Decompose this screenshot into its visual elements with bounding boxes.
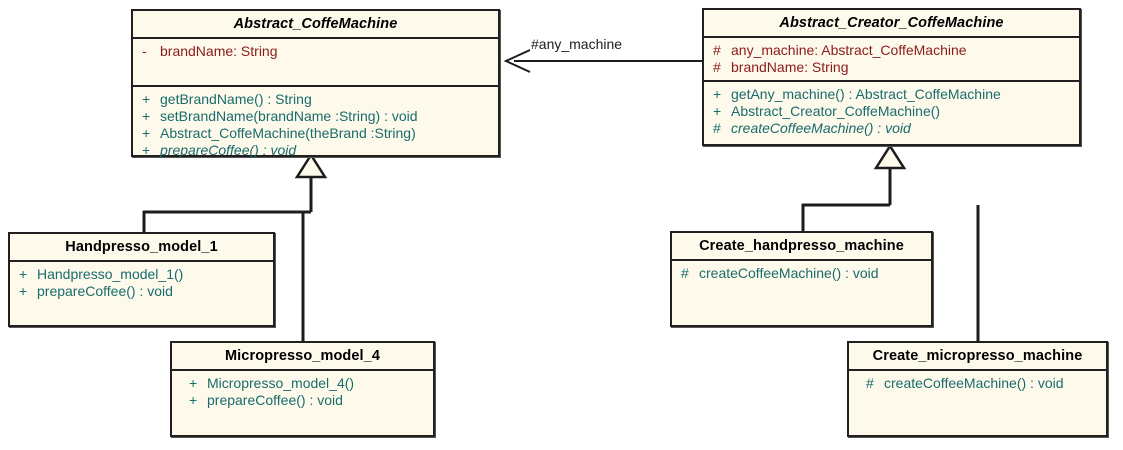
visibility-marker: # [866,375,874,391]
attribute-text: brandName: String [160,43,278,59]
method-text: Abstract_Creator_CoffeMachine() [731,103,941,119]
association-any-machine [503,49,702,73]
class-box-abstract-coffemachine[interactable]: Abstract_CoffeMachine -brandName: String… [131,9,500,158]
compartment-divider [172,369,433,371]
method-row: + prepareCoffee() : void [13,283,270,300]
compartment-divider [849,369,1106,371]
class-title-abstract-creator-coffemachine: Abstract_Creator_CoffeMachine [779,15,1004,31]
method-text: createCoffeeMachine() : void [699,265,879,281]
attribute-row: # any_machine: Abstract_CoffeMachine [707,42,1076,59]
class-title-create-micropresso-machine: Create_micropresso_machine [872,348,1083,364]
attribute-row: -brandName: String [136,43,495,60]
method-text: getAny_machine() : Abstract_CoffeMachine [731,86,1001,102]
visibility-marker: - [142,43,147,59]
method-row: + getAny_machine() : Abstract_CoffeMachin… [707,86,1076,103]
visibility-marker: # [713,59,721,75]
methods-compartment: + getBrandName() : String + setBrandName(b… [133,87,498,163]
method-text: Micropresso_model_4() [207,375,355,391]
method-row: # createCoffeeMachine() : void [852,375,1103,392]
visibility-marker: + [142,142,151,158]
method-row: + getBrandName() : String [136,91,495,108]
method-text: prepareCoffee() : void [160,142,297,158]
method-text: createCoffeeMachine() : void [884,375,1064,391]
attribute-row: # brandName: String [707,59,1076,76]
method-text: Handpresso_model_1() [37,266,184,282]
visibility-marker: + [142,91,151,107]
methods-compartment: + Micropresso_model_4() + prepareCoffee() … [172,371,433,413]
method-text: prepareCoffee() : void [207,392,343,408]
compartment-divider [704,80,1079,82]
method-text: createCoffeeMachine() : void [731,120,911,136]
method-row: + prepareCoffee() : void [175,392,430,409]
attributes-compartment: # any_machine: Abstract_CoffeMachine # bra… [704,38,1079,80]
attribute-text: brandName: String [731,59,849,75]
class-title-create-handpresso-machine: Create_handpresso_machine [699,238,904,254]
class-box-abstract-creator-coffemachine[interactable]: Abstract_Creator_CoffeMachine # any_machi… [702,8,1081,146]
methods-compartment: # createCoffeeMachine() : void [672,261,931,286]
methods-compartment: + getAny_machine() : Abstract_CoffeMachin… [704,82,1079,141]
visibility-marker: # [713,42,721,58]
association-label-any-machine: #any_machine [531,36,623,52]
methods-compartment: # createCoffeeMachine() : void [849,371,1106,396]
compartment-divider [704,36,1079,38]
class-title-micropresso-model-4: Micropresso_model_4 [224,348,380,364]
compartment-divider [133,85,498,87]
method-row: # createCoffeeMachine() : void [675,265,928,282]
compartment-divider [672,259,931,261]
method-text: prepareCoffee() : void [37,283,173,299]
visibility-marker: + [142,125,151,141]
class-box-handpresso-model-1[interactable]: Handpresso_model_1 + Handpresso_model_1()… [8,232,275,327]
visibility-marker: + [189,392,198,408]
method-row: + Micropresso_model_4() [175,375,430,392]
class-box-create-micropresso-machine[interactable]: Create_micropresso_machine # createCoffee… [847,341,1108,437]
class-title-handpresso-model-1: Handpresso_model_1 [65,239,218,255]
class-title-abstract-coffemachine: Abstract_CoffeMachine [233,16,398,32]
visibility-marker: + [19,266,28,282]
method-text: getBrandName() : String [160,91,312,107]
class-box-micropresso-model-4[interactable]: Micropresso_model_4 + Micropresso_model_4… [170,341,435,437]
visibility-marker: + [713,86,722,102]
method-text: Abstract_CoffeMachine(theBrand :String) [160,125,416,141]
compartment-divider [10,260,273,262]
attributes-compartment: -brandName: String [133,39,498,85]
compartment-divider [133,37,498,39]
method-row: + setBrandName(brandName :String) : void [136,108,495,125]
attribute-text: any_machine: Abstract_CoffeMachine [731,42,967,58]
method-row: + Abstract_CoffeMachine(theBrand :String) [136,125,495,142]
method-row-abstract: # createCoffeeMachine() : void [707,120,1076,137]
method-row-abstract: + prepareCoffee() : void [136,142,495,159]
visibility-marker: # [681,265,689,281]
method-text: setBrandName(brandName :String) : void [160,108,418,124]
visibility-marker: # [713,120,721,136]
method-row: + Abstract_Creator_CoffeMachine() [707,103,1076,120]
visibility-marker: + [142,108,151,124]
methods-compartment: + Handpresso_model_1() + prepareCoffee() :… [10,262,273,304]
method-row: + Handpresso_model_1() [13,266,270,283]
class-box-create-handpresso-machine[interactable]: Create_handpresso_machine # createCoffeeM… [670,231,933,327]
visibility-marker: + [189,375,198,391]
visibility-marker: + [713,103,722,119]
visibility-marker: + [19,283,28,299]
